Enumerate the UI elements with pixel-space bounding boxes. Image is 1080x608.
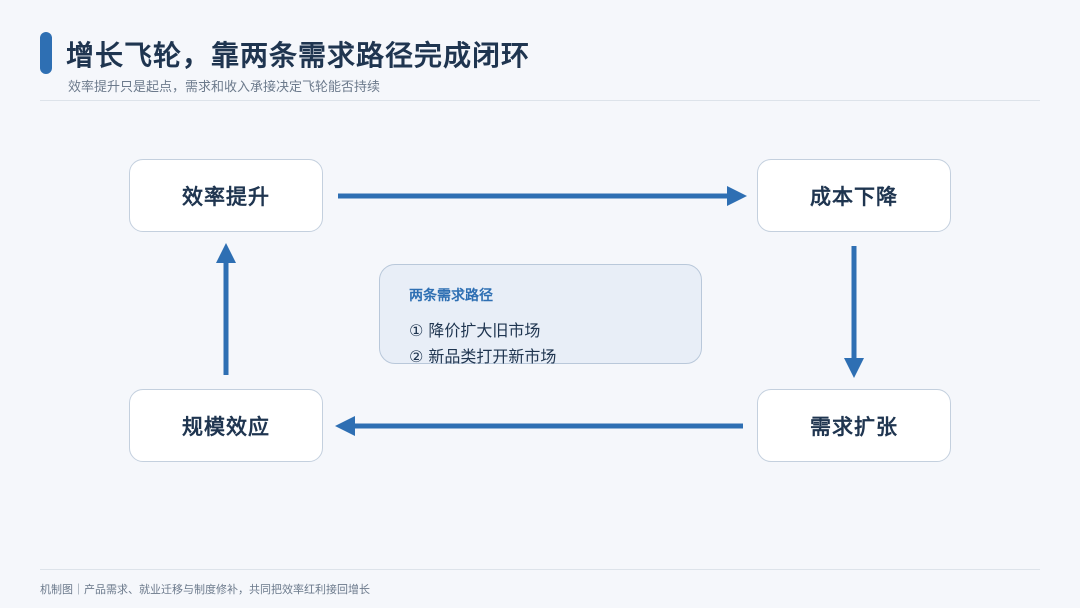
demand-paths-title: 两条需求路径 xyxy=(409,288,493,304)
header-divider xyxy=(40,100,1040,101)
node-efficiency: 效率提升 xyxy=(129,159,323,232)
footer-divider xyxy=(40,569,1040,570)
demand-path-item: ② 新品类打开新市场 xyxy=(409,347,557,366)
demand-path-item: ① 降价扩大旧市场 xyxy=(409,321,541,340)
node-demand-expansion: 需求扩张 xyxy=(757,389,951,462)
page-subtitle: 效率提升只是起点，需求和收入承接决定飞轮能否持续 xyxy=(68,80,381,95)
page-title: 增长飞轮，靠两条需求路径完成闭环 xyxy=(66,39,531,72)
title-accent-bar xyxy=(40,32,52,74)
node-scale-effect: 规模效应 xyxy=(129,389,323,462)
node-cost-reduction: 成本下降 xyxy=(757,159,951,232)
demand-paths-box: 两条需求路径 ① 降价扩大旧市场 ② 新品类打开新市场 xyxy=(379,264,702,366)
footer-caption: 机制图｜产品需求、就业迁移与制度修补，共同把效率红利接回增长 xyxy=(40,583,370,596)
